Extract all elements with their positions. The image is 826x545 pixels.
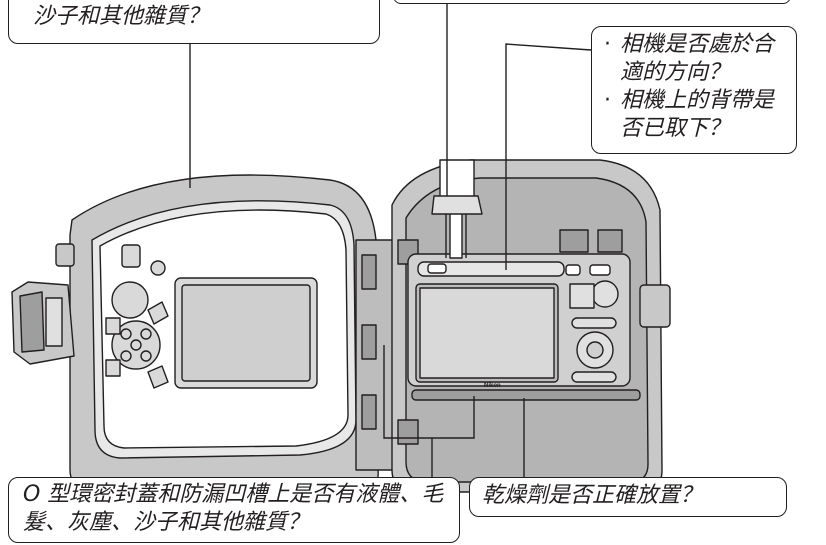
callout-lock-lever bbox=[393, 0, 791, 4]
callout-seal-check-text: 沙子和其他雜質？ bbox=[33, 4, 210, 29]
hinge bbox=[355, 239, 397, 471]
camera-checklist-item-strap: 相機上的背帶是否已取下？ bbox=[604, 87, 790, 143]
camera-checklist-item-orientation: 相機是否處於合適的方向？ bbox=[604, 31, 790, 87]
camera-checklist: 相機是否處於合適的方向？ 相機上的背帶是否已取下？ bbox=[604, 31, 790, 143]
callout-desiccant-check: 乾燥劑是否正確放置？ bbox=[469, 477, 787, 517]
callout-seal-check: 沙子和其他雜質？ bbox=[8, 0, 380, 44]
housing-body bbox=[391, 159, 671, 493]
callout-camera-check: 相機是否處於合適的方向？ 相機上的背帶是否已取下？ bbox=[591, 26, 797, 154]
callout-oring-check-text: O 型環密封蓋和防漏凹槽上是否有液體、毛髮、灰塵、沙子和其他雜質？ bbox=[23, 482, 444, 535]
callout-desiccant-check-text: 乾燥劑是否正確放置？ bbox=[482, 483, 703, 508]
housing-lid bbox=[69, 174, 379, 491]
latch-left bbox=[11, 243, 75, 365]
camera-brand-label: Nikon bbox=[484, 383, 501, 389]
leader-lines bbox=[189, 4, 592, 477]
callout-oring-check: O 型環密封蓋和防漏凹槽上是否有液體、毛髮、灰塵、沙子和其他雜質？ bbox=[8, 477, 460, 543]
